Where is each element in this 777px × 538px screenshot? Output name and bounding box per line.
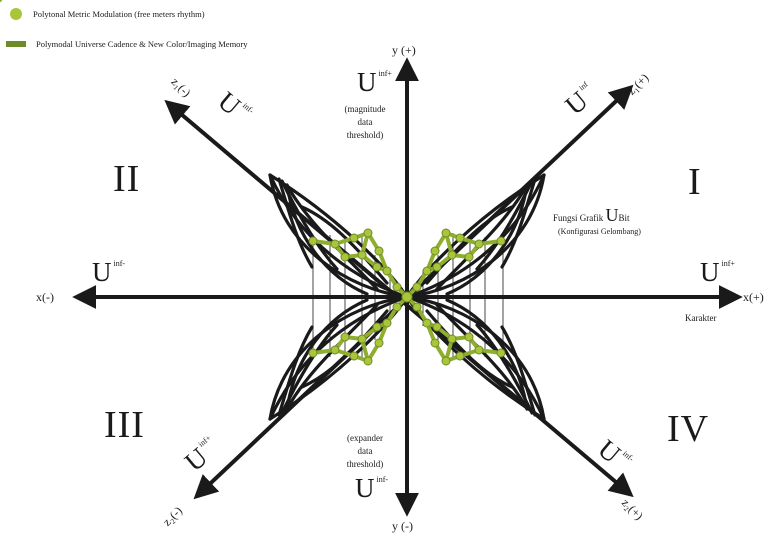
legend-item-cadence: Polymodal Universe Cadence & New Color/I… [6,36,248,52]
magnitude-threshold-note: (magnitude data threshold) [344,104,386,140]
y-pos-label: y (+) [392,43,416,57]
green-bar-icon [6,41,26,47]
quadrant-I: I [688,161,702,203]
konfigurasi-note: (Konfigurasi Gelombang) [558,227,641,236]
origin-node [401,291,413,303]
x-neg-label: x(-) [36,290,54,304]
karakter-label: Karakter [685,313,717,323]
quadrant-III: III [104,404,145,446]
legend-item-metric: Polytonal Metric Modulation (free meters… [8,6,248,22]
legend: Polytonal Metric Modulation (free meters… [6,6,248,52]
quadrant-II: II [113,158,141,200]
expander-threshold-note: (expander data threshold) [346,433,384,469]
legend-label: Polymodal Universe Cadence & New Color/I… [36,38,248,49]
legend-label: Polytonal Metric Modulation (free meters… [33,8,205,19]
y-neg-label: y (-) [392,519,413,533]
quadrant-IV: IV [667,408,710,450]
x-pos-label: x(+) [743,290,764,304]
green-dot-icon [10,8,22,20]
axes [72,57,743,517]
fungsi-grafik-label: Fungsi Grafik UBit [553,205,630,225]
